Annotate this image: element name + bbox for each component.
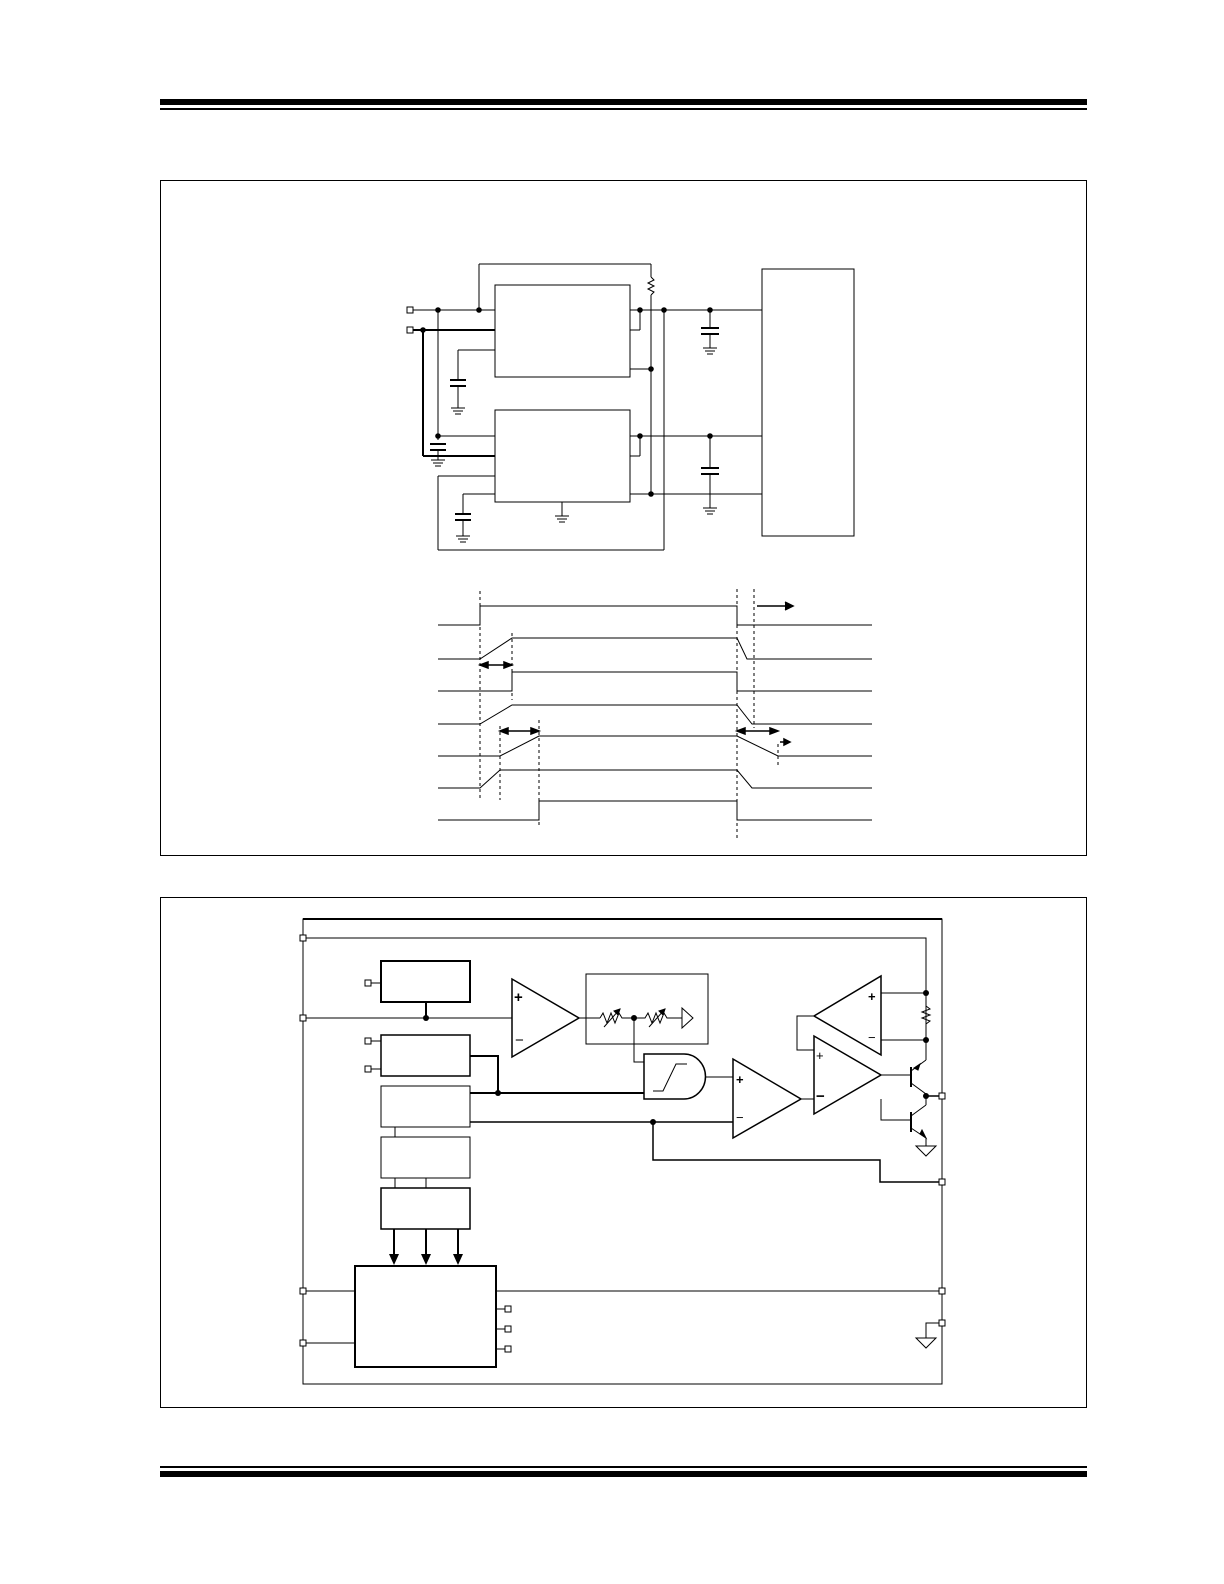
footer-rule-thin [160,1466,1087,1468]
svg-text:+: + [816,1048,824,1063]
control-block-1 [381,1035,470,1076]
pull-up-resistor [648,264,654,494]
bypass-capacitor-lower [438,476,664,550]
output-pin-logic-1 [505,1306,511,1312]
bypass-capacitor-upper [450,350,495,414]
block-diagram-junctions [423,990,929,1125]
timing-arrows [480,602,793,745]
control-block-2 [381,1086,470,1127]
driver-amplifier: + − [814,1036,881,1114]
output-transistor-upper [881,1060,926,1094]
input-capacitor [430,444,446,466]
ground-symbol-output [916,1138,936,1156]
waveform-1 [438,606,872,625]
header-rule-thin [160,108,1087,110]
pin-left-4 [300,1340,306,1346]
regulator-block-upper [495,285,630,377]
control-block-3 [381,1137,470,1178]
output-pin-logic-2 [505,1326,511,1332]
pin-right-1 [939,1093,945,1099]
sense-resistor [922,993,930,1060]
pin-right-4 [939,1320,945,1326]
logic-input-arrows [389,1229,463,1265]
figure-frame-bottom [160,897,1087,1408]
waveform-7 [438,801,872,820]
svg-text:+: + [868,989,876,1004]
pin-left-2 [300,1015,306,1021]
waveform-4 [438,705,872,724]
header-rule-thick [160,99,1087,105]
functional-block-diagram: + − + − [300,919,945,1384]
reference-block [381,961,470,1002]
waveform-2 [438,638,872,659]
sequence-timing-diagram [438,589,872,840]
regulator-block-lower [495,410,630,502]
input-pin-block-1 [365,980,371,986]
svg-text:+: + [736,1072,744,1087]
waveform-5 [438,736,872,756]
footer-rule-thick [160,1471,1087,1477]
control-block-4 [381,1188,470,1229]
input-pin-block-2a [365,1038,371,1044]
svg-text:−: − [868,1030,876,1045]
input-terminal-1 [407,307,413,313]
output-capacitor-upper [701,310,719,354]
ground-symbol-device [916,1323,939,1348]
pin-left-3 [300,1288,306,1294]
device-pins [300,935,945,1352]
logic-block [355,1266,496,1367]
device-boundary [303,919,942,1384]
pin-right-2 [939,1179,945,1185]
svg-text:−: − [736,1110,744,1125]
waveform-6 [438,770,872,788]
output-transistor-lower [881,1099,926,1138]
input-terminal-2 [407,327,413,333]
pin-left-1 [300,935,306,941]
output-capacitor-lower [701,436,719,514]
svg-text:−: − [515,1032,524,1049]
svg-text:+: + [514,989,523,1006]
output-pin-logic-3 [505,1346,511,1352]
figure-frame-top [160,180,1087,856]
timing-markers [480,589,778,840]
trim-network [579,974,708,1044]
current-sense-amplifier: + − [814,976,881,1055]
soft-start-gate [644,1054,705,1099]
input-rail-2 [413,330,495,456]
input-pin-block-2b [365,1066,371,1072]
pin-right-3 [939,1288,945,1294]
junction-dots [420,307,713,497]
main-amplifier: + − [733,1059,801,1138]
error-amplifier: + − [512,979,579,1057]
load-block [762,269,854,536]
application-schematic [407,264,854,550]
ground-symbol-regulator [555,502,569,522]
input-rail-1 [413,264,651,440]
svg-text:−: − [816,1088,825,1105]
waveform-3 [438,672,872,691]
